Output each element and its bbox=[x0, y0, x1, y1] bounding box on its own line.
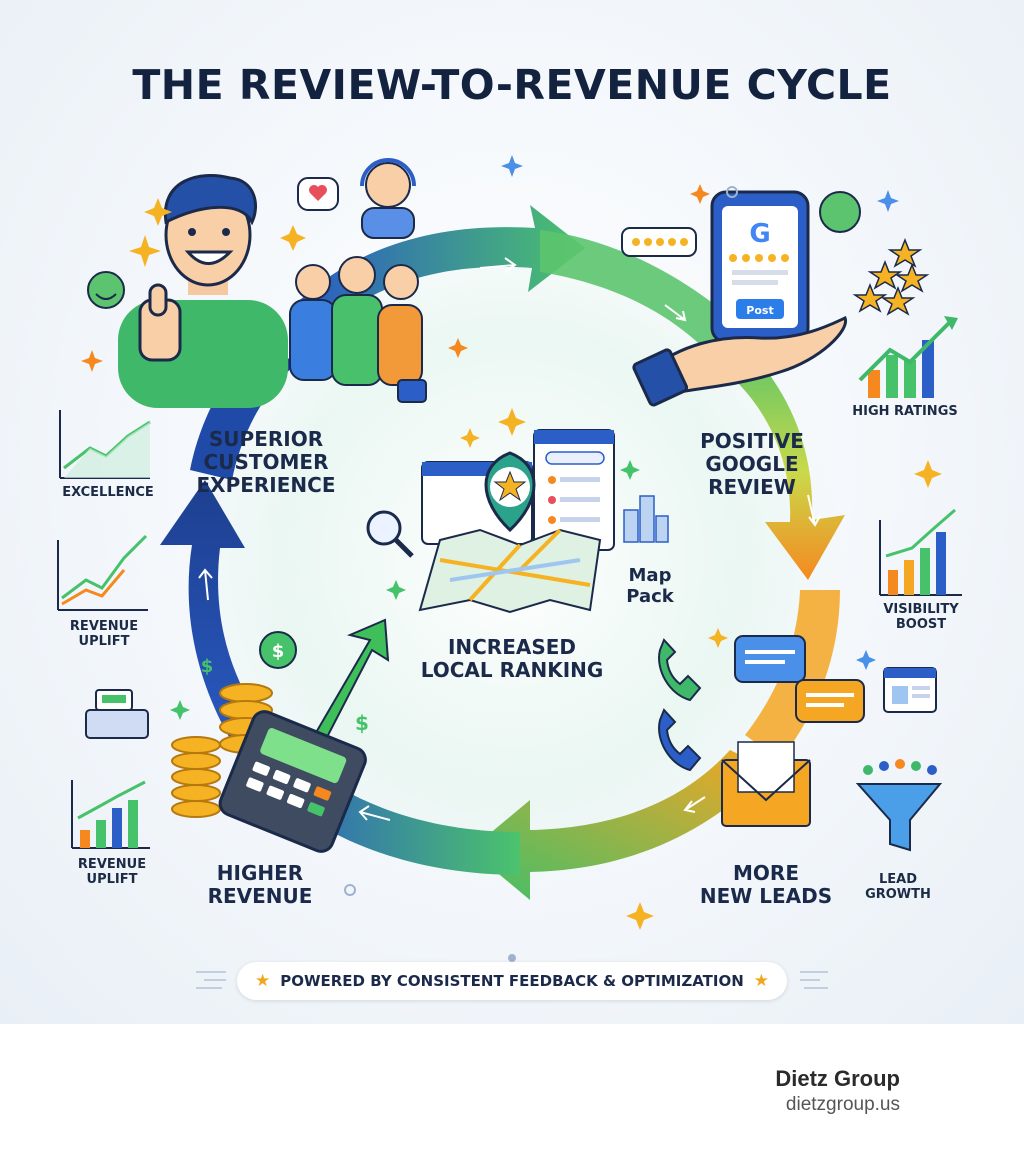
brand: Dietz Group dietzgroup.us bbox=[775, 1066, 900, 1116]
stage-line: POSITIVE bbox=[700, 429, 804, 453]
smile-emoji-icon bbox=[87, 271, 125, 309]
excellence-chart-icon bbox=[59, 410, 151, 479]
cycle-artwork: G Post bbox=[57, 155, 962, 989]
happy-customer-illustration bbox=[118, 174, 288, 408]
city-icon bbox=[623, 495, 669, 543]
brand-site: dietzgroup.us bbox=[785, 1094, 900, 1115]
visibility-boost-chart-icon bbox=[879, 508, 962, 596]
like-bubble-icon bbox=[819, 191, 861, 233]
stage-line: EXPERIENCE bbox=[196, 473, 336, 497]
stage-line: CUSTOMER bbox=[203, 450, 329, 474]
footer-banner: ★ POWERED BY CONSISTENT FEEDBACK & OPTIM… bbox=[237, 962, 787, 1000]
footer-text: POWERED BY CONSISTENT FEEDBACK & OPTIMIZ… bbox=[280, 972, 744, 990]
side-label-high-ratings: HIGH RATINGS bbox=[852, 404, 958, 419]
stage-increased-local-ranking: INCREASED LOCAL RANKING bbox=[402, 636, 622, 682]
side-label-line: UPLIFT bbox=[78, 633, 130, 649]
stage-line: NEW LEADS bbox=[699, 884, 833, 908]
stage-more-new-leads: MORE NEW LEADS bbox=[686, 862, 846, 908]
map-pack-line: Pack bbox=[626, 585, 674, 607]
revenue-illustration bbox=[171, 618, 390, 853]
page-title: THE REVIEW-TO-REVENUE CYCLE bbox=[132, 61, 892, 109]
side-label-revenue-uplift-1: REVENUE UPLIFT bbox=[56, 619, 152, 650]
footer-dashes bbox=[196, 971, 828, 989]
blue-sparkles bbox=[170, 155, 899, 720]
stage-positive-google-review: POSITIVE GOOGLE REVIEW bbox=[682, 430, 822, 499]
high-ratings-chart-icon bbox=[858, 316, 958, 398]
stage-line: REVIEW bbox=[708, 475, 796, 499]
post-button-label: Post bbox=[746, 304, 773, 317]
arrow-bottom bbox=[470, 750, 770, 900]
arrow-top bbox=[300, 205, 585, 330]
stage-line: GOOGLE bbox=[705, 452, 799, 476]
dollar-sign-icon-2: $ bbox=[355, 711, 369, 735]
stage-line: HIGHER bbox=[216, 861, 304, 885]
side-label-line: VISIBILITY bbox=[883, 602, 959, 617]
sparkles bbox=[81, 184, 942, 930]
stage-line: REVENUE bbox=[207, 884, 313, 908]
stage-line: INCREASED bbox=[447, 635, 577, 659]
dots bbox=[344, 186, 738, 962]
stage-higher-revenue: HIGHER REVENUE bbox=[190, 862, 330, 908]
star-icon: ★ bbox=[254, 971, 271, 990]
browser-window-icon bbox=[883, 667, 937, 713]
stars-cluster-icon bbox=[852, 237, 930, 316]
brand-name: Dietz Group bbox=[775, 1066, 900, 1091]
post-button bbox=[736, 299, 784, 319]
dollar-sign-icon: $ bbox=[201, 656, 214, 677]
leads-illustration bbox=[658, 635, 865, 827]
phone-illustration: G Post bbox=[632, 190, 847, 407]
map-pack-label: Map Pack bbox=[610, 565, 690, 607]
side-label-line: GROWTH bbox=[865, 886, 931, 902]
map-pack-illustration bbox=[366, 429, 615, 614]
side-label-line: LEAD bbox=[878, 872, 918, 887]
lead-funnel-icon bbox=[855, 759, 943, 852]
stage-superior-customer-experience: SUPERIOR CUSTOMER EXPERIENCE bbox=[186, 428, 346, 497]
stage-line: LOCAL RANKING bbox=[420, 658, 604, 682]
side-label-revenue-uplift-2: REVENUE UPLIFT bbox=[64, 857, 160, 888]
revenue-uplift-chart-icon-2 bbox=[71, 780, 150, 849]
support-agent-illustration bbox=[297, 158, 416, 239]
side-label-line: UPLIFT bbox=[86, 871, 138, 887]
side-label-line: REVENUE bbox=[77, 857, 147, 872]
infographic: G Post bbox=[0, 0, 1024, 1024]
star-icon: ★ bbox=[753, 971, 770, 990]
side-label-lead-growth: LEAD GROWTH bbox=[848, 872, 948, 903]
stage-line: MORE bbox=[733, 861, 799, 885]
revenue-uplift-chart-icon-1 bbox=[57, 534, 148, 611]
team-illustration bbox=[289, 256, 427, 403]
side-label-line: BOOST bbox=[895, 616, 947, 632]
side-label-excellence: EXCELLENCE bbox=[62, 485, 154, 500]
stage-line: SUPERIOR bbox=[208, 427, 324, 451]
side-label-line: REVENUE bbox=[69, 619, 139, 634]
side-label-visibility-boost: VISIBILITY BOOST bbox=[866, 602, 976, 633]
cash-register-icon bbox=[85, 689, 149, 739]
dollar-coin-icon: $ bbox=[272, 641, 285, 662]
map-pack-line: Map bbox=[628, 565, 672, 586]
google-g-logo: G bbox=[749, 219, 770, 249]
